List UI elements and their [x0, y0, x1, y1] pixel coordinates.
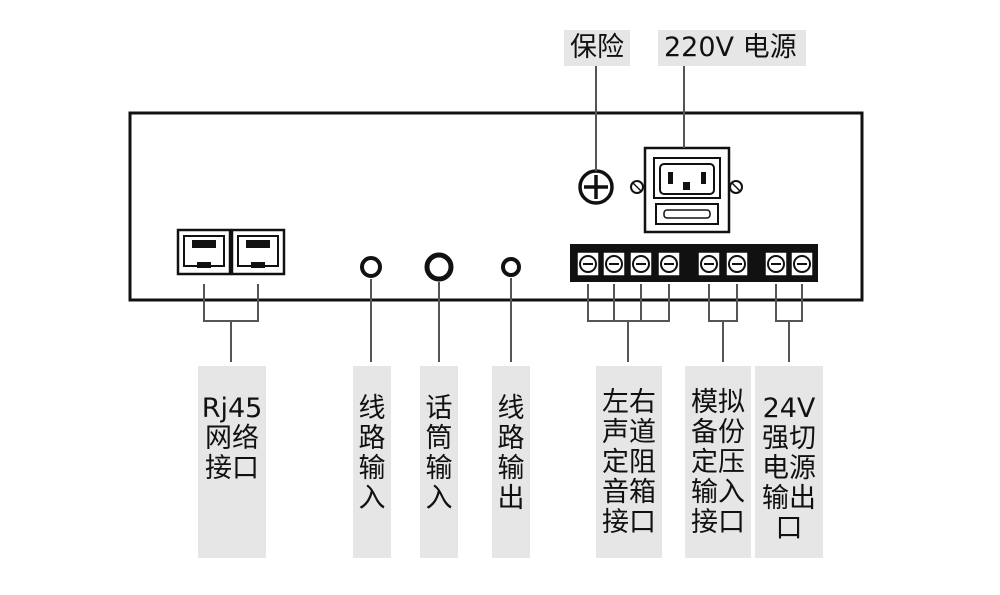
power-label: 220V 电源 — [658, 30, 806, 66]
line-out-label: 线路输出 — [492, 366, 530, 558]
rj45-port-icon — [176, 228, 232, 276]
rj45-port-icon — [230, 228, 286, 276]
fuse-label: 保险 — [564, 30, 630, 66]
speaker-label: 左右 声道 定阻 音箱 接口 — [596, 366, 662, 558]
audio-jack-icon — [424, 252, 454, 282]
rj45-label: Rj45 网络 接口 — [198, 366, 266, 558]
audio-jack-icon — [360, 256, 382, 278]
audio-jack-icon — [501, 257, 521, 277]
forced-power-output-label: 24V 强切 电源 输出 口 — [755, 366, 823, 558]
line-in-label: 线路输入 — [353, 366, 391, 558]
leader-lines — [203, 66, 803, 362]
analog-backup-label: 模拟 备份 定压 输入 接口 — [685, 366, 751, 558]
fuse-holder-icon — [578, 169, 614, 205]
mic-in-label: 话筒输入 — [420, 366, 458, 558]
screw-terminal-icon — [570, 244, 818, 282]
iec-power-socket-icon — [630, 146, 743, 234]
